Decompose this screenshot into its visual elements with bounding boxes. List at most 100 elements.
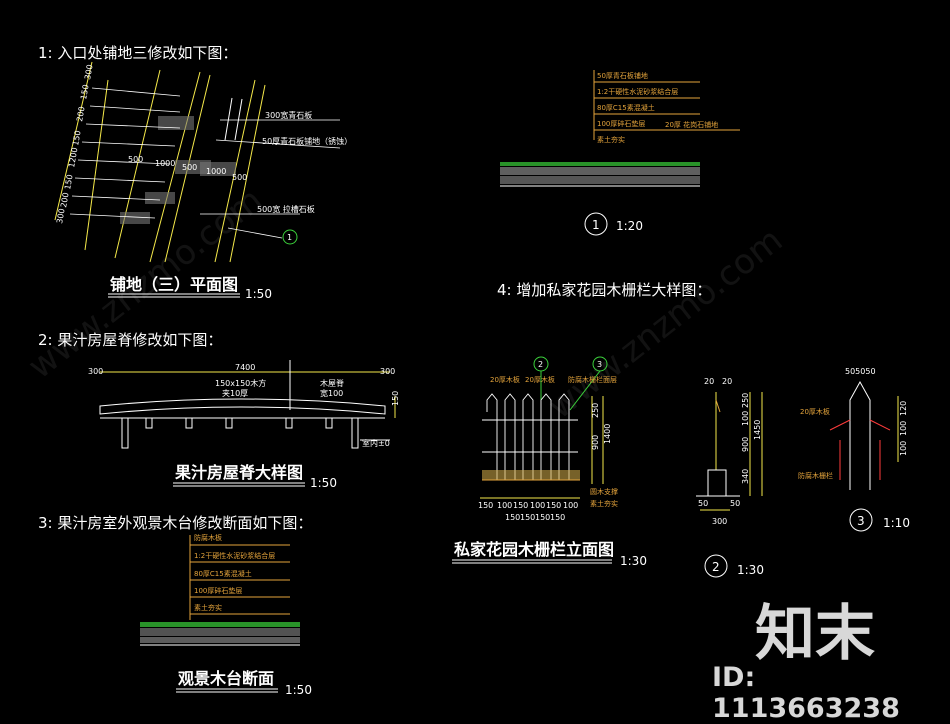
detail-1-scale: 1:20 (616, 219, 643, 233)
callout-text: 50厚青石板铺地（锈蚀） (262, 136, 352, 146)
stone-texture (158, 116, 194, 130)
layer-note: 100厚碎石垫层 (194, 586, 242, 595)
brand-logo: 知末 (755, 599, 875, 669)
callout-tag: 2 (538, 360, 543, 369)
note-text: 圆木支撑 (590, 487, 618, 496)
note-text: 素土夯实 (590, 499, 618, 508)
dim-label: 200 (75, 106, 87, 123)
detail-1-section: 50厚青石板铺地 1:2干硬性水泥砂浆结合层 80厚C15素混凝土 100厚碎石… (500, 70, 740, 187)
dim-label: 150 (478, 501, 493, 510)
fence-scale: 1:30 (620, 554, 647, 568)
detail-3-number: 3 (857, 514, 865, 528)
dim-label: 300 (55, 208, 67, 225)
dim-label: 340 (741, 469, 750, 484)
layer-note: 80厚C15素混凝土 (597, 103, 655, 112)
dim-label: 1000 (155, 159, 175, 168)
dim-label: 150 (71, 130, 83, 147)
callout-text: 300宽青石板 (265, 110, 312, 120)
dim-label: 150 (550, 513, 565, 522)
dim-label: 150 (391, 391, 400, 406)
note-text: 夹10厚 (222, 388, 248, 398)
dim-label: 50 (730, 499, 740, 508)
detail-3-marker (849, 508, 873, 532)
dim-label: 500 (182, 163, 197, 172)
detail-2-section: 20 20 250 100 900 1450 340 50 300 50 (696, 377, 763, 526)
layer-note: 素土夯实 (194, 603, 222, 612)
note-text: 20厚木板 (800, 407, 830, 416)
heading-1: 1: 入口处铺地三修改如下图： (38, 44, 237, 62)
ridge-detail: 300 7400 300 150x150木方 夹10厚 木屋脊 宽100 室内±… (88, 360, 400, 449)
dim-label: 150 (79, 84, 91, 101)
ridge-scale: 1:50 (310, 476, 337, 490)
dim-label: 7400 (235, 363, 255, 372)
side-note: 20厚 花岗石铺地 (665, 120, 718, 129)
note-text: 木屋脊 (320, 378, 344, 388)
dim-label: 100 (899, 421, 908, 436)
callout-tag: 1 (287, 233, 292, 242)
dim-label: 100 (530, 501, 545, 510)
dim-label: 120 (899, 401, 908, 416)
note-text: 20厚木板 (490, 375, 520, 384)
detail-2-marker (704, 554, 728, 578)
dim-label: 505050 (845, 367, 876, 376)
detail-1-number: 1 (592, 218, 600, 232)
dim-label: 20 (722, 377, 732, 386)
dim-label: 1400 (603, 424, 612, 444)
dim-label: 1450 (753, 420, 762, 440)
heading-4: 4: 增加私家花园木栅栏大样图： (497, 281, 711, 299)
dim-label: 100 (899, 441, 908, 456)
dim-label: 1000 (206, 167, 226, 176)
layer-note: 1:2干硬性水泥砂浆结合层 (597, 87, 678, 96)
dim-label: 300 (380, 367, 395, 376)
note-text: 20厚木板 (525, 375, 555, 384)
deck-title: 观景木台断面 (178, 669, 274, 688)
dim-label: 100 (741, 411, 750, 426)
note-text: 防腐木栅栏面层 (568, 375, 617, 384)
dim-label: 900 (741, 437, 750, 452)
paving-plan-title: 铺地（三）平面图 (110, 275, 238, 294)
deck-scale: 1:50 (285, 683, 312, 697)
layer-note: 50厚青石板铺地 (597, 71, 648, 80)
dim-label: 150 (513, 501, 528, 510)
brand-id: ID: 1113663238 (712, 662, 900, 724)
dim-label: 900 (591, 435, 600, 450)
dim-label: 500 (232, 173, 247, 182)
note-text: 室内±0 (362, 438, 390, 448)
paving-plan: 1 300宽青石板 50厚青石板铺地（锈蚀） 500宽 拉槽石板 300 150… (54, 61, 352, 263)
dim-label: 150 (546, 501, 561, 510)
dim-label: 150 (535, 513, 550, 522)
detail-2-scale: 1:30 (737, 563, 764, 577)
dim-label: 250 (591, 403, 600, 418)
note-text: 150x150木方 (215, 378, 266, 388)
dim-label: 100 (497, 501, 512, 510)
detail-1-marker (584, 212, 608, 236)
ridge-title: 果汁房屋脊大样图 (174, 463, 303, 482)
callout-tag: 3 (597, 360, 602, 369)
dim-label: 250 (741, 393, 750, 408)
dim-label: 150 (520, 513, 535, 522)
dim-label: 150 (505, 513, 520, 522)
heading-3: 3: 果汁房室外观景木台修改断面如下图： (38, 514, 312, 532)
layer-note: 素土夯实 (597, 135, 625, 144)
dim-label: 500 (128, 155, 143, 164)
detail-2-number: 2 (712, 560, 720, 574)
dim-label: 50 (698, 499, 708, 508)
fence-elevation: 2 3 20厚木板 20厚木板 防腐木栅栏面层 150 100 150 100 … (478, 356, 618, 522)
note-text: 防腐木栅栏 (798, 471, 833, 480)
detail-3-section: 505050 120 100 100 20厚木板 防腐木栅栏 (798, 367, 908, 490)
note-text: 宽100 (320, 388, 343, 398)
paving-plan-scale: 1:50 (245, 287, 272, 301)
callout-text: 500宽 拉槽石板 (257, 204, 315, 214)
dim-label: 100 (563, 501, 578, 510)
layer-note: 防腐木板 (194, 533, 222, 542)
layer-note: 80厚C15素混凝土 (194, 569, 252, 578)
dim-label: 200 (59, 192, 71, 209)
detail-3-scale: 1:10 (883, 516, 910, 530)
dim-label: 300 (712, 517, 727, 526)
dim-label: 1200 (67, 147, 79, 169)
deck-section: 防腐木板 1:2干硬性水泥砂浆结合层 80厚C15素混凝土 100厚碎石垫层 素… (140, 533, 300, 646)
dim-label: 20 (704, 377, 714, 386)
layer-note: 100厚碎石垫层 (597, 119, 645, 128)
watermark-2: www.znzmo.com (541, 220, 790, 427)
